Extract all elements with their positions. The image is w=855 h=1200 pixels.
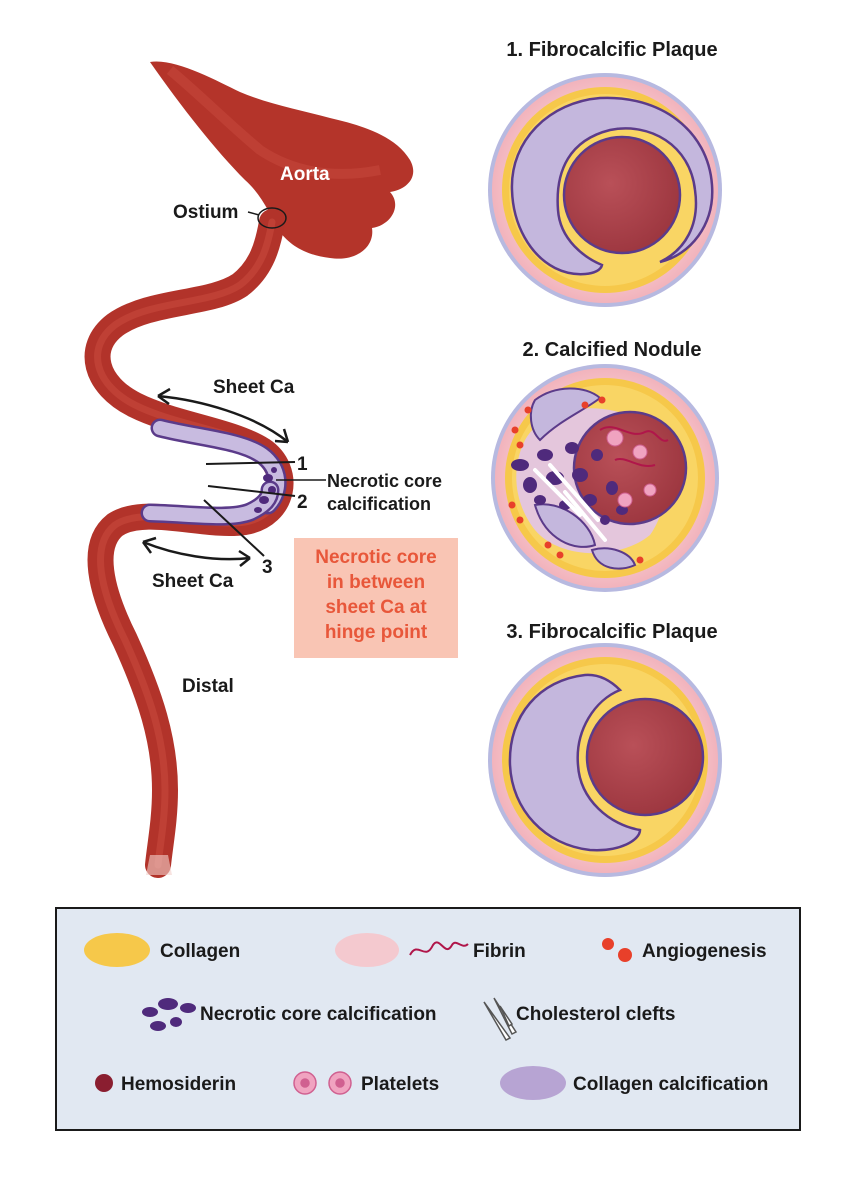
ostium-label: Ostium xyxy=(173,202,238,223)
legend-collagen: Collagen xyxy=(160,941,240,962)
aorta-label: Aorta xyxy=(280,164,330,185)
section-2-lumen xyxy=(572,410,688,526)
callout-line-1: Necrotic core xyxy=(315,547,436,568)
cut-line-1 xyxy=(205,461,296,465)
cut-label-1: 1 xyxy=(297,454,308,475)
angiogenesis-icon xyxy=(602,938,632,962)
cut-label-3: 3 xyxy=(262,557,273,578)
section-2-title: 2. Calcified Nodule xyxy=(523,339,702,361)
hemosiderin-icon xyxy=(95,1074,113,1092)
legend-platelets: Platelets xyxy=(361,1074,439,1095)
section-2-angiogenesis xyxy=(508,396,644,564)
callout-line-2: in between xyxy=(327,572,425,593)
fibrin-icon xyxy=(409,941,469,956)
legend-collagen-calcification: Collagen calcification xyxy=(573,1074,768,1095)
legend-fibrin: Fibrin xyxy=(473,941,526,962)
ostium-marker xyxy=(257,207,287,229)
cut-line-2 xyxy=(207,485,296,497)
section-3-calcification xyxy=(508,673,642,852)
cross-section-3: 3. Fibrocalcific Plaque xyxy=(488,621,722,877)
section-1-title: 1. Fibrocalcific Plaque xyxy=(506,39,717,61)
collagen-calcification-swatch xyxy=(500,1066,566,1100)
section-3-title: 3. Fibrocalcific Plaque xyxy=(506,621,717,643)
cross-section-1: 1. Fibrocalcific Plaque xyxy=(488,39,722,307)
sheet-ca-bottom-label: Sheet Ca xyxy=(152,571,234,592)
section-3-lumen xyxy=(585,697,705,817)
distal-label: Distal xyxy=(182,676,234,697)
cross-section-2: 2. Calcified Nodule xyxy=(491,339,719,592)
necrotic-core-label-line2: calcification xyxy=(327,494,431,514)
sheet-ca-top-label: Sheet Ca xyxy=(213,377,295,398)
cut-line-3 xyxy=(203,499,265,557)
sheet-ca-bottom-arrow xyxy=(141,536,251,567)
callout-line-3: sheet Ca at xyxy=(325,597,427,618)
media-swatch xyxy=(335,933,399,967)
legend-angiogenesis: Angiogenesis xyxy=(642,941,767,962)
sheet-ca-top-arrow xyxy=(157,387,290,444)
callout-box xyxy=(294,538,458,658)
section-1-lumen xyxy=(562,135,682,255)
callout-line-4: hinge point xyxy=(325,622,428,643)
callout-text: Necrotic core in between sheet Ca at hin… xyxy=(315,547,436,643)
section-2-fibrin xyxy=(599,426,669,442)
legend-necrotic-core: Necrotic core calcification xyxy=(200,1004,437,1025)
legend-cholesterol: Cholesterol clefts xyxy=(516,1004,675,1025)
necrotic-core-icon xyxy=(142,998,196,1031)
cholesterol-clefts-icon xyxy=(483,997,518,1041)
necrotic-core-dots xyxy=(254,467,277,513)
section-1-calcification xyxy=(510,96,714,276)
artery-illustration: Aorta Ostium Sheet Ca Sheet Ca 1 2 3 Nec… xyxy=(84,61,458,878)
collagen-swatch xyxy=(84,933,150,967)
legend-hemosiderin: Hemosiderin xyxy=(121,1074,236,1095)
necrotic-core-label-line1: Necrotic core xyxy=(327,471,442,491)
section-2-cholesterol-clefts xyxy=(533,463,607,542)
cut-label-2: 2 xyxy=(297,492,308,513)
legend: Collagen Fibrin Angiogenesis Necrotic co… xyxy=(55,907,801,1131)
platelets-icon xyxy=(293,1071,352,1095)
section-2-platelets xyxy=(606,429,657,508)
